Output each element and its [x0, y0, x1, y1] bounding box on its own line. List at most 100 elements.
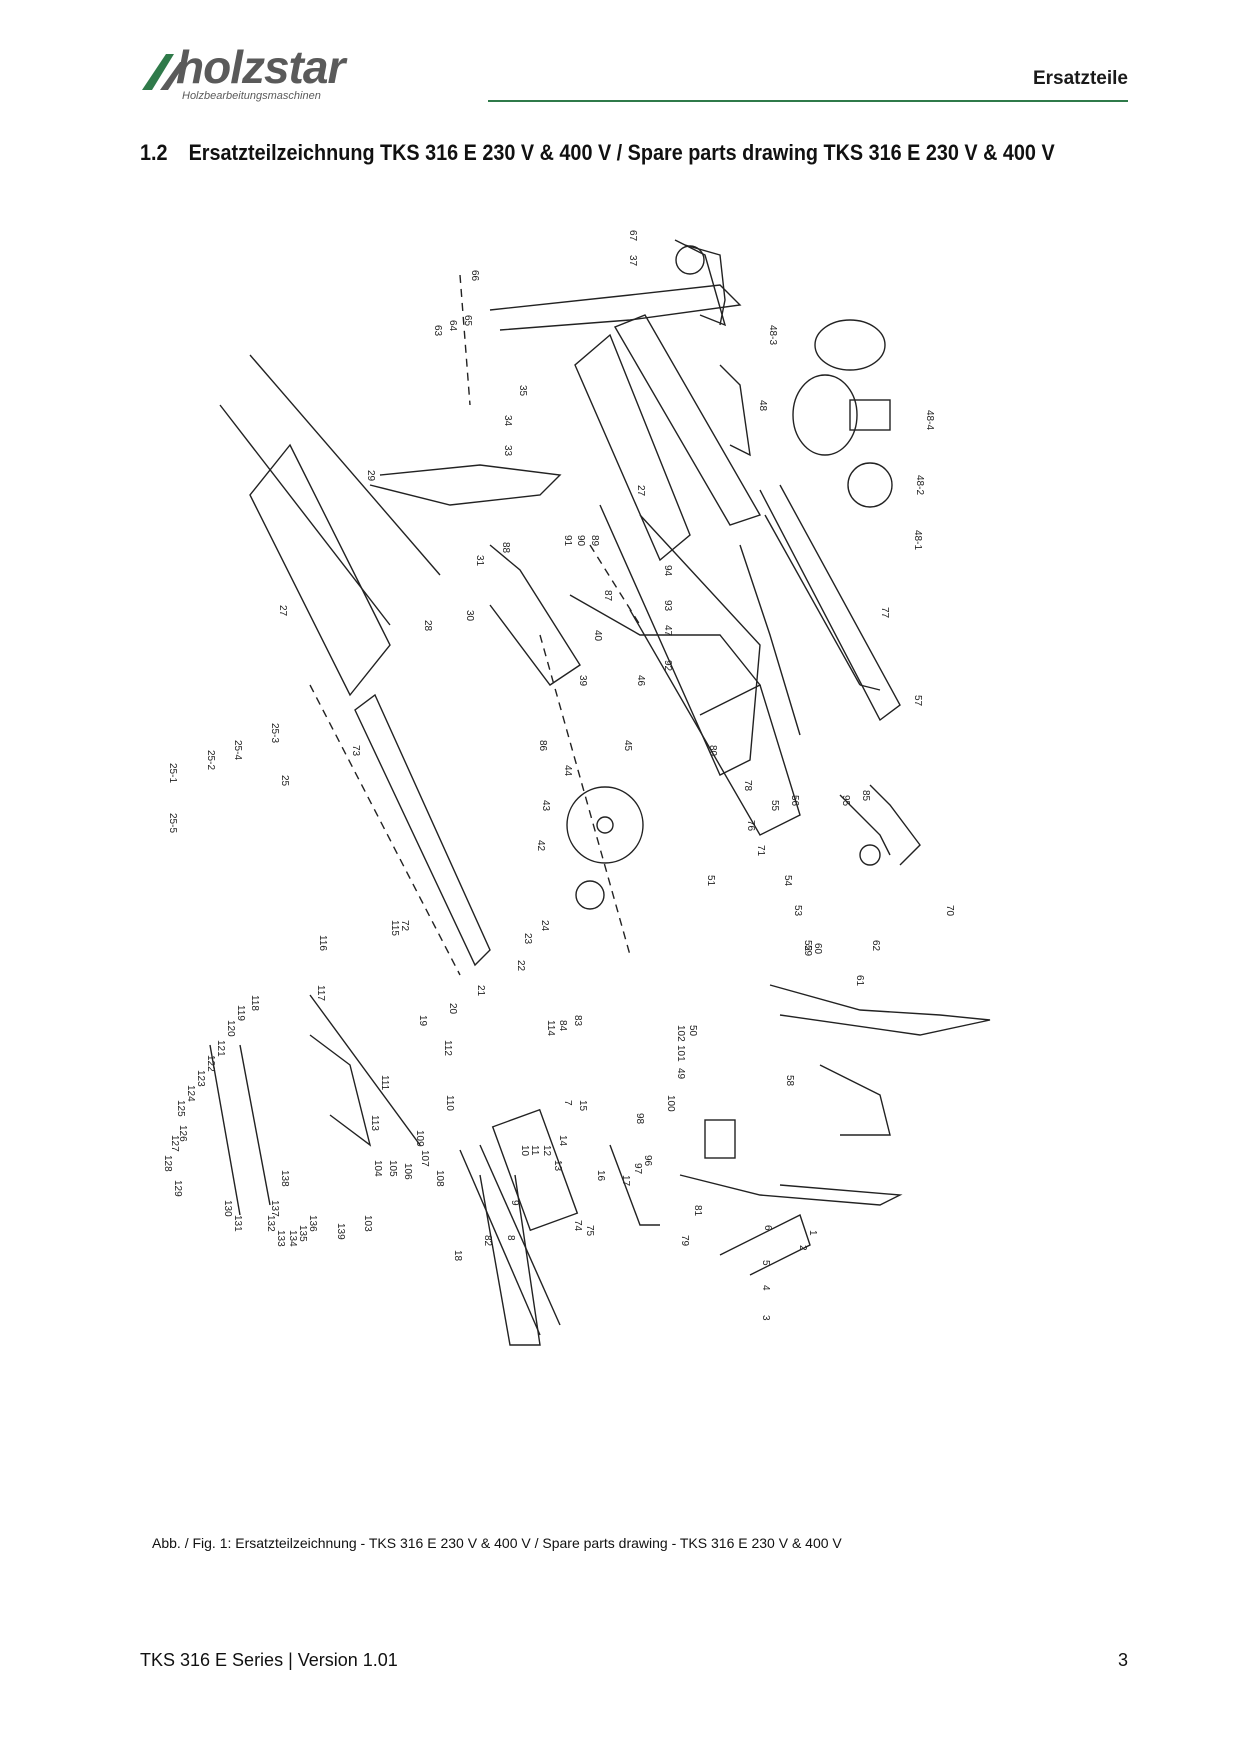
- part-label: 54: [782, 875, 793, 887]
- part-label: 19: [417, 1015, 428, 1027]
- part-label: 126: [177, 1125, 188, 1142]
- part-label: 48-3: [767, 325, 778, 345]
- part-label: 25-1: [167, 763, 178, 783]
- part-label: 93: [662, 600, 673, 612]
- part-label: 48-4: [924, 410, 935, 430]
- part-label: 62: [870, 940, 881, 952]
- part-label: 87: [602, 590, 613, 602]
- part-label: 27: [277, 605, 288, 617]
- part-label: 78: [742, 780, 753, 792]
- part-label: 51: [705, 875, 716, 887]
- part-label: 66: [469, 270, 480, 282]
- part-label: 44: [562, 765, 573, 777]
- part-label: 105: [387, 1160, 398, 1177]
- part-label: 127: [169, 1135, 180, 1152]
- header-divider: [488, 100, 1128, 102]
- part-label: 128: [162, 1155, 173, 1172]
- part-label: 97: [632, 1163, 643, 1175]
- part-label: 37: [627, 255, 638, 267]
- part-label: 34: [502, 415, 513, 427]
- part-label: 42: [535, 840, 546, 852]
- part-label: 106: [402, 1163, 413, 1180]
- part-label: 10: [519, 1145, 530, 1157]
- part-label: 98: [634, 1113, 645, 1125]
- part-label: 85: [860, 790, 871, 802]
- part-label: 96: [642, 1155, 653, 1167]
- part-label: 59: [802, 945, 813, 957]
- part-label: 16: [595, 1170, 606, 1182]
- part-label: 136: [307, 1215, 318, 1232]
- page-number: 3: [1117, 1650, 1128, 1670]
- part-label: 31: [474, 555, 485, 567]
- part-label: 103: [362, 1215, 373, 1232]
- part-label: 100: [665, 1095, 676, 1112]
- part-label: 138: [279, 1170, 290, 1187]
- part-label: 25-2: [205, 750, 216, 770]
- part-label: 134: [287, 1230, 298, 1247]
- part-label: 82: [482, 1235, 493, 1247]
- part-label: 94: [662, 565, 673, 577]
- part-label: 9: [509, 1200, 520, 1206]
- part-label: 40: [592, 630, 603, 642]
- part-label: 50: [687, 1025, 698, 1037]
- part-label: 89: [589, 535, 600, 547]
- part-label: 119: [235, 1005, 246, 1021]
- part-label: 109: [414, 1130, 425, 1147]
- part-label: 5: [760, 1260, 771, 1266]
- part-label: 84: [557, 1020, 568, 1032]
- part-label: 15: [577, 1100, 588, 1112]
- part-label: 90: [575, 535, 586, 547]
- logo-subtitle: Holzbearbeitungsmaschinen: [182, 90, 321, 102]
- part-label: 47: [662, 625, 673, 637]
- section-number: 1.2: [140, 140, 168, 165]
- part-label: 3: [760, 1315, 771, 1321]
- part-label: 43: [540, 800, 551, 812]
- part-label: 48: [757, 400, 768, 412]
- part-label: 81: [692, 1205, 703, 1217]
- figure-caption: Abb. / Fig. 1: Ersatzteilzeichnung - TKS…: [152, 1535, 842, 1551]
- part-label: 75: [584, 1225, 595, 1237]
- part-label: 14: [557, 1135, 568, 1147]
- part-label: 46: [635, 675, 646, 687]
- part-label: 18: [452, 1250, 463, 1262]
- part-label: 135: [297, 1225, 308, 1242]
- part-label: 56: [789, 795, 800, 807]
- part-label: 48-2: [914, 475, 925, 495]
- page-header: holzstar Holzbearbeitungsmaschinen Ersat…: [0, 0, 1240, 110]
- part-label: 110: [444, 1095, 455, 1111]
- part-label: 121: [215, 1040, 226, 1057]
- drawing-linework: [209, 239, 991, 1346]
- part-label: 25: [279, 775, 290, 787]
- part-label: 79: [679, 1235, 690, 1247]
- part-label: 73: [350, 745, 361, 757]
- part-label: 113: [369, 1115, 380, 1131]
- part-label: 25-3: [269, 723, 280, 743]
- part-label: 67: [627, 230, 638, 242]
- part-label: 25-5: [167, 813, 178, 833]
- part-label: 77: [879, 607, 890, 619]
- footer-version: TKS 316 E Series | Version 1.01: [140, 1650, 398, 1670]
- part-label: 1: [807, 1230, 818, 1236]
- part-label: 137: [269, 1200, 280, 1217]
- part-label: 74: [572, 1220, 583, 1232]
- part-label: 63: [432, 325, 443, 337]
- part-label: 6: [762, 1225, 773, 1231]
- part-label: 102: [675, 1025, 686, 1042]
- holzstar-logo: holzstar Holzbearbeitungsmaschinen: [140, 41, 430, 114]
- part-label: 139: [335, 1223, 346, 1240]
- part-label: 28: [422, 620, 433, 632]
- part-label: 115: [389, 920, 400, 936]
- part-label: 58: [784, 1075, 795, 1087]
- part-label: 92: [662, 660, 673, 672]
- part-label: 21: [475, 985, 486, 997]
- part-label: 107: [419, 1150, 430, 1167]
- part-label: 83: [572, 1015, 583, 1027]
- part-label: 11: [529, 1145, 540, 1156]
- part-label: 86: [537, 740, 548, 752]
- part-label: 76: [745, 820, 756, 832]
- part-label: 129: [172, 1180, 183, 1197]
- part-label: 53: [792, 905, 803, 917]
- part-label: 25-4: [232, 740, 243, 760]
- part-label: 88: [500, 542, 511, 554]
- exploded-parts-drawing: 67 37 66 63 64 65 48-3 48 48-4 48-2 48-1…: [162, 230, 991, 1346]
